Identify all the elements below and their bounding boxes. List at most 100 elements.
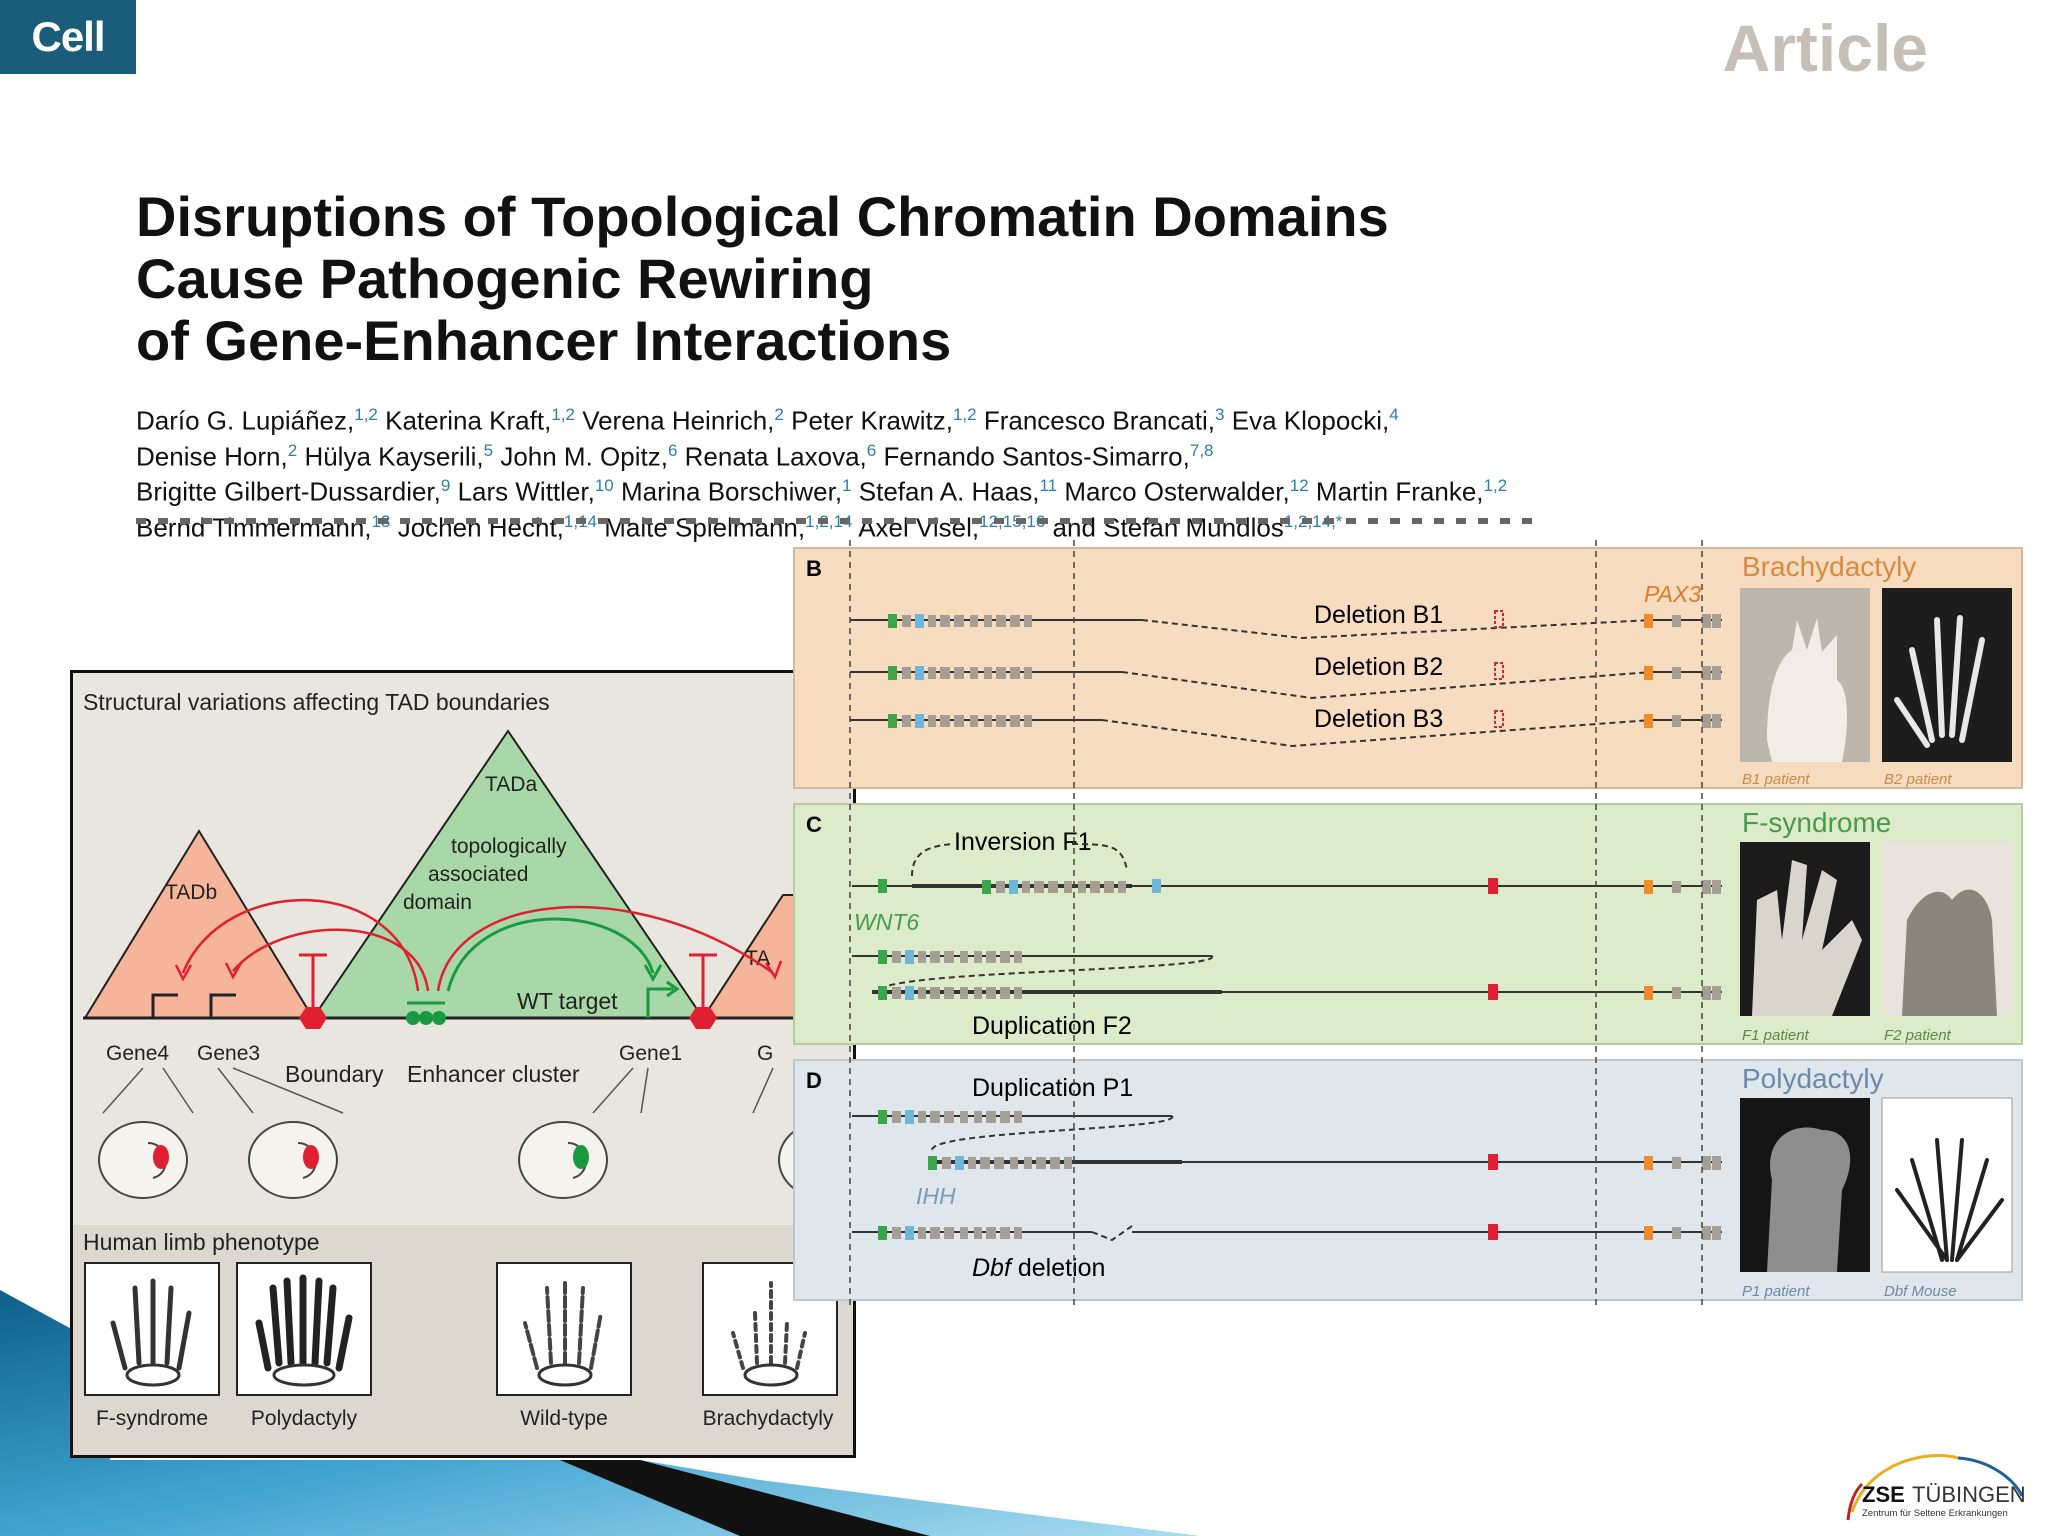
deletion-label: Deletion B3 [1314, 705, 1443, 733]
deletion-label: Deletion B2 [1314, 653, 1443, 681]
gene4-promoter [151, 993, 178, 1018]
paper-title: Disruptions of Topological Chromatin Dom… [136, 186, 1389, 372]
author-name: Darío G. Lupiáñez, [136, 405, 355, 436]
author-affiliation: 1 [842, 476, 852, 496]
author-name: Denise Horn, [136, 441, 288, 472]
author-name: Marina Borschiwer, [621, 476, 843, 507]
author-name: Malte Spielmann, [604, 512, 806, 543]
ihh-gene-label: IHH [916, 1183, 956, 1209]
author-affiliation: 2 [287, 440, 298, 460]
boundary-element [689, 1007, 717, 1029]
phenotype-label: Polydactyly [251, 1407, 358, 1430]
author-name: Eva Klopocki, [1231, 405, 1390, 436]
author-name: Lars Wittler, [457, 476, 595, 507]
gene3-label: Gene3 [197, 1042, 260, 1065]
author-name: Axel Visel, [858, 512, 980, 543]
photo-caption: Dbf Mouse [1884, 1283, 1957, 1300]
panel-b-letter: B [806, 556, 822, 581]
author-name: Marco Osterwalder, [1064, 476, 1290, 507]
tada-label: TADa [485, 773, 537, 796]
author-list: Darío G. Lupiáñez,1,2 Katerina Kraft,1,2… [136, 400, 1956, 543]
author-name: John M. Opitz, [500, 441, 668, 472]
wt-target-label: WT target [517, 988, 618, 1014]
author-affiliation: 7,8 [1189, 440, 1214, 460]
phenotype-label: Wild-type [520, 1407, 608, 1430]
boundary-element [299, 1007, 327, 1029]
author-affiliation: 1,2 [354, 405, 378, 424]
embryo-icon [248, 1121, 338, 1199]
b2-patient-xray [1882, 588, 2012, 762]
title-line: of Gene-Enhancer Interactions [136, 309, 952, 372]
author-name: Bernd Timmermann, [136, 512, 372, 543]
author-affiliation: 9 [440, 476, 451, 496]
panel-b-disease: Brachydactyly [1742, 551, 1916, 582]
panel-c-letter: C [806, 812, 822, 837]
gene3-promoter [209, 993, 236, 1018]
enhancer-cluster-label: Enhancer cluster [407, 1061, 580, 1087]
cell-journal-logo: Cell [0, 0, 136, 74]
author-affiliation: 6 [866, 440, 877, 460]
structural-variant-figure: B Brachydactyly PAX3 Deletion B1 Deletio… [792, 540, 2024, 1310]
ectopic-interaction-arrow [232, 928, 430, 992]
author-affiliation: 4 [1389, 405, 1399, 424]
enhancer [419, 1011, 433, 1025]
panel-c-disease: F-syndrome [1742, 807, 1891, 838]
embryo-icon [98, 1121, 188, 1199]
title-line: Cause Pathogenic Rewiring [136, 247, 874, 310]
panel-d-letter: D [806, 1068, 822, 1093]
phenotype-label: F-syndrome [96, 1407, 208, 1430]
hand-skeleton-icon [236, 1262, 372, 1396]
author-affiliation: 5 [483, 440, 494, 460]
panel-d-disease: Polydactyly [1742, 1063, 1884, 1094]
author-name: Martin Franke, [1315, 476, 1484, 507]
zse-tuebingen-logo: ZSE TÜBINGEN Zentrum für Seltene Erkrank… [1846, 1454, 2026, 1521]
boundary-label: Boundary [285, 1061, 384, 1087]
figure-heading: Structural variations affecting TAD boun… [83, 689, 550, 715]
author-affiliation: 12 [1289, 476, 1309, 496]
hand-skeleton-icon [84, 1262, 220, 1396]
photo-caption: F2 patient [1884, 1027, 1952, 1044]
title-line: Disruptions of Topological Chromatin Dom… [136, 185, 1389, 248]
author-affiliation: 11 [1039, 476, 1058, 496]
dbf-deletion-label: Dbf deletion [972, 1254, 1105, 1282]
duplication-label: Duplication F2 [972, 1012, 1132, 1040]
tad-schematic-figure: Structural variations affecting TAD boun… [70, 670, 856, 1458]
tad-description: domain [403, 891, 472, 914]
author-affiliation: 3 [1215, 405, 1225, 424]
author-name: Verena Heinrich, [582, 405, 775, 436]
author-name: Brigitte Gilbert-Dussardier, [136, 476, 441, 507]
tuebingen-text: TÜBINGEN [1912, 1482, 2026, 1507]
photo-caption: F1 patient [1742, 1027, 1810, 1044]
author-name: Fernando Santos-Simarro, [883, 441, 1190, 472]
decorative-swoosh [0, 1290, 1200, 1536]
phenotype-heading: Human limb phenotype [83, 1229, 320, 1255]
hand-skeleton-icon [496, 1262, 632, 1396]
deletion-label: Deletion B1 [1314, 601, 1443, 629]
tad-description: associated [428, 863, 528, 886]
inversion-label: Inversion F1 [954, 828, 1092, 856]
zse-subtitle: Zentrum für Seltene Erkrankungen [1862, 1508, 2008, 1519]
duplication-p1-label: Duplication P1 [972, 1074, 1133, 1102]
phenotype-label: Brachydactyly [703, 1407, 834, 1430]
gene4-label: Gene4 [106, 1042, 169, 1065]
wt-interaction-arrow [446, 917, 655, 992]
photo-caption: B2 patient [1884, 771, 1952, 788]
author-name: Peter Krawitz, [791, 405, 953, 436]
enhancer [432, 1011, 446, 1025]
gene1-promoter [646, 987, 673, 1018]
enhancer [406, 1011, 420, 1025]
dbf-italic: Dbf [972, 1254, 1014, 1282]
author-name: Francesco Brancati, [983, 405, 1216, 436]
photo-caption: B1 patient [1742, 771, 1810, 788]
wnt6-gene-label: WNT6 [854, 909, 919, 935]
deletion-word: deletion [1011, 1254, 1106, 1282]
author-name: Jochen Hecht, [397, 512, 564, 543]
author-affiliation: 1,2 [952, 405, 977, 424]
author-name: and Stefan Mundlos [1052, 512, 1284, 543]
truncated-affiliation-line [136, 518, 1536, 524]
partial-gene-label: G [757, 1042, 773, 1065]
author-name: Renata Laxova, [684, 441, 867, 472]
tadb-label: TADb [165, 881, 217, 904]
author-name: Stefan A. Haas, [858, 476, 1040, 507]
gene1-label: Gene1 [619, 1042, 682, 1065]
